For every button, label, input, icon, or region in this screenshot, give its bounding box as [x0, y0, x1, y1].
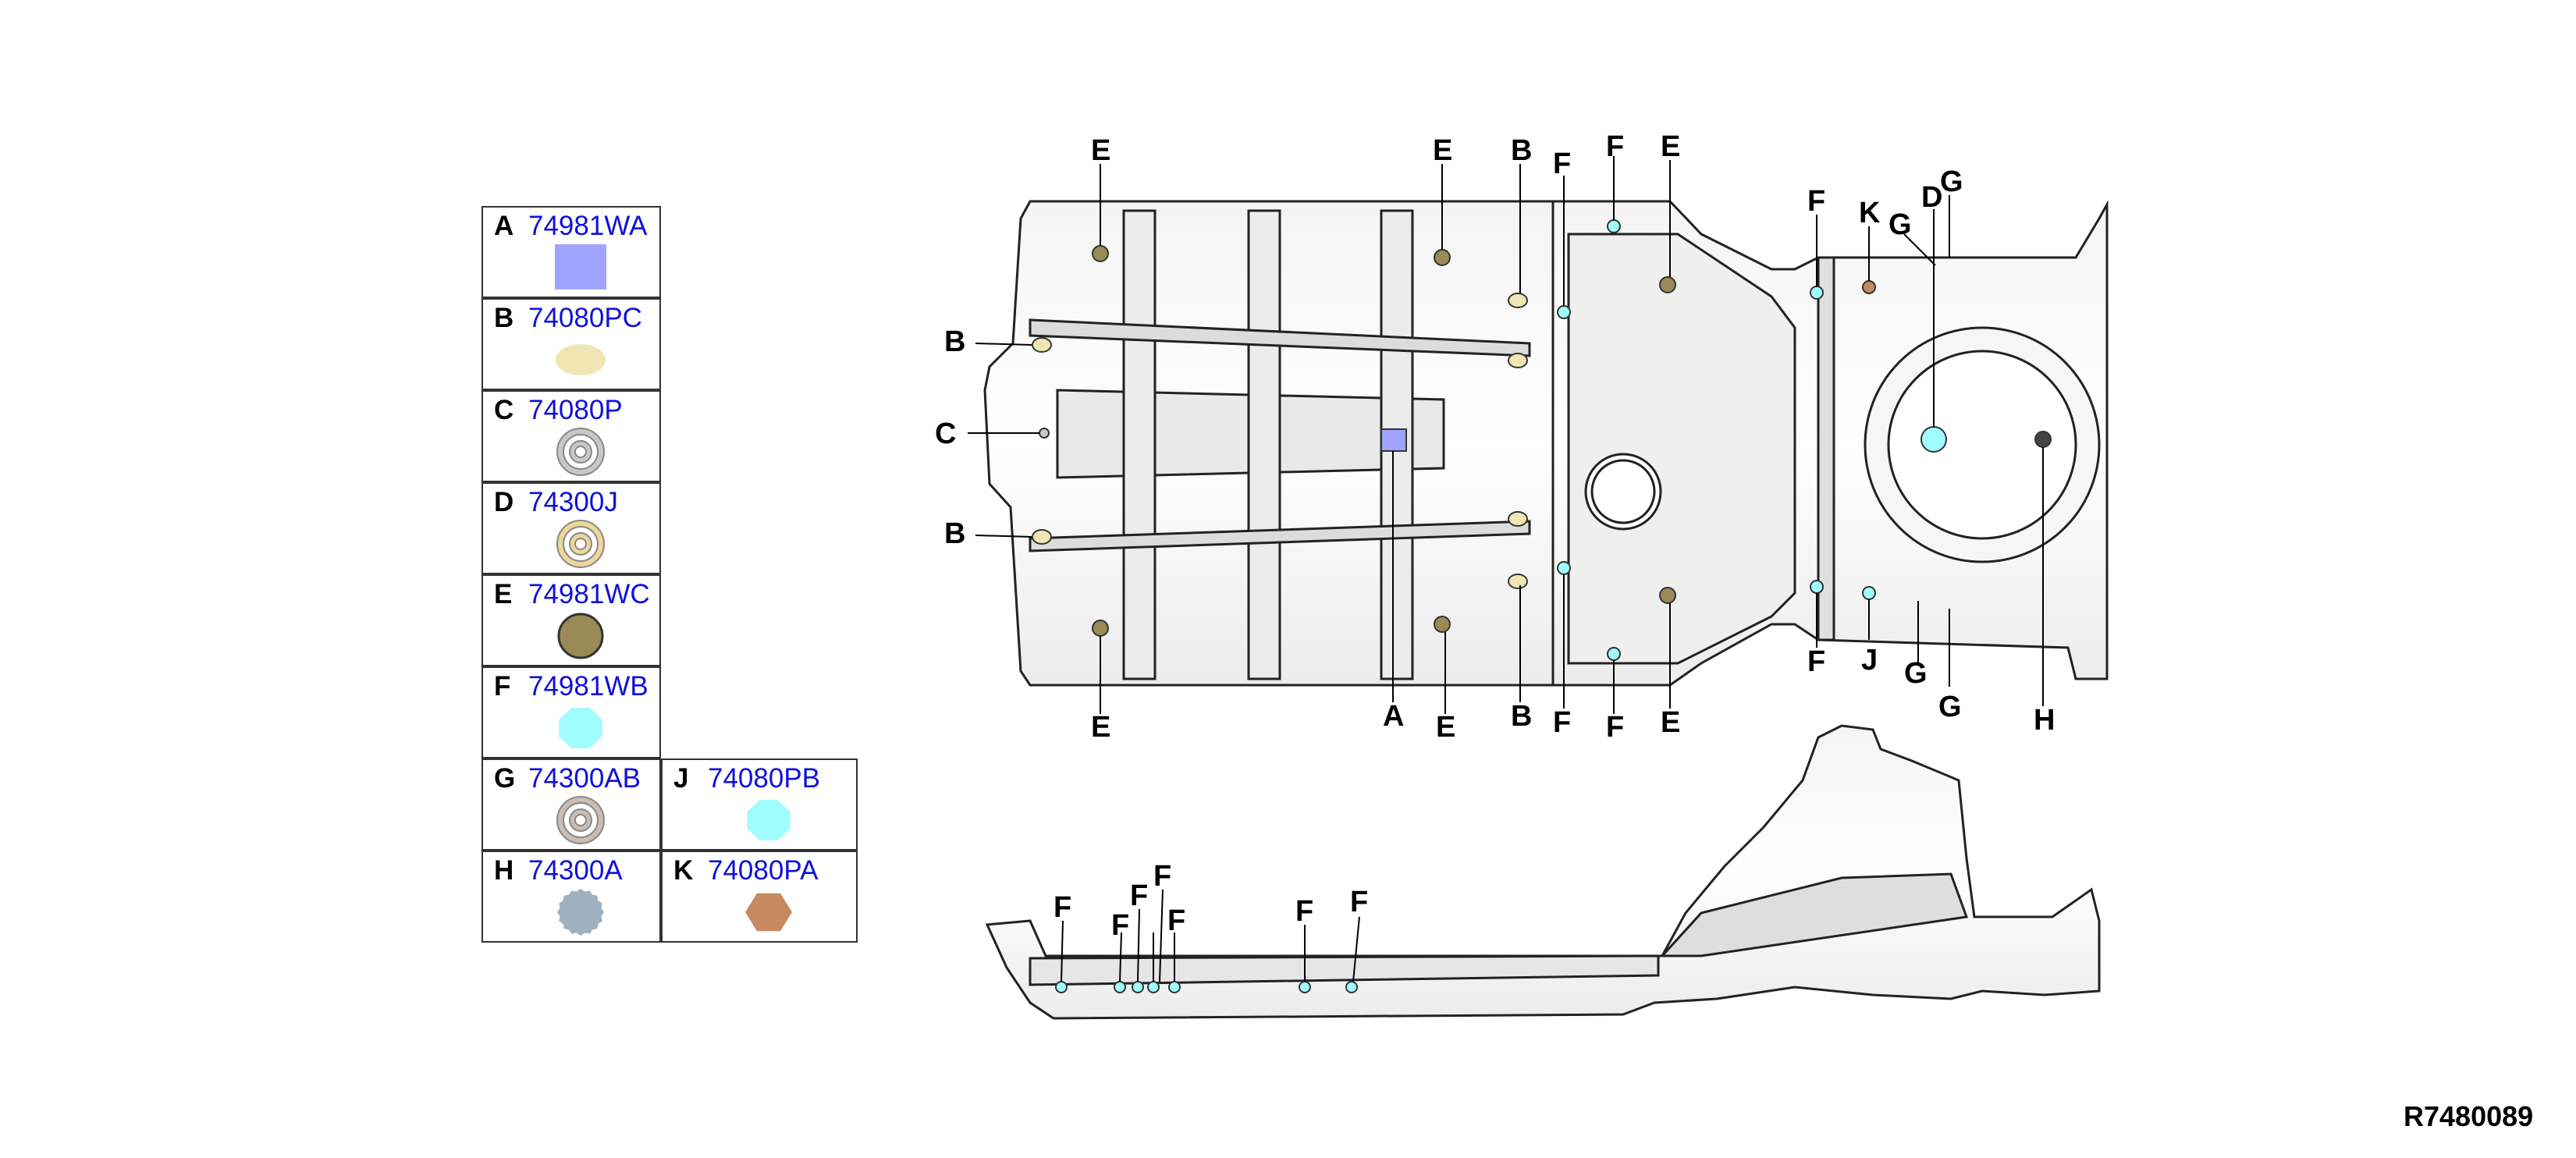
- legend-item-k: K 74080PA: [661, 851, 858, 943]
- legend-letter: A: [494, 211, 514, 241]
- legend-swatch-icon: [555, 244, 606, 290]
- callout-k: K: [1859, 197, 1881, 229]
- legend-item-h: H 74300A: [481, 851, 661, 943]
- callout-c: C: [935, 417, 956, 450]
- callout-f: F: [1350, 886, 1368, 918]
- legend-swatch-icon: [556, 344, 606, 375]
- legend-part-number: 74981WB: [528, 671, 648, 702]
- legend-letter: G: [494, 763, 516, 794]
- legend-letter: D: [494, 487, 514, 517]
- callout-e: E: [1091, 134, 1110, 167]
- callout-e: E: [1661, 706, 1680, 739]
- callout-f: F: [1053, 891, 1071, 924]
- legend-item-g: G 74300AB: [481, 758, 661, 851]
- legend-letter: K: [673, 855, 694, 886]
- reference-code: R7480089: [2404, 1100, 2534, 1132]
- legend-swatch-icon: [745, 893, 792, 932]
- callout-e: E: [1433, 134, 1452, 167]
- legend-item-c: C 74080P: [481, 390, 661, 482]
- legend-swatch-icon: [557, 613, 604, 659]
- top-view-labels: E E B F F E F K G G D B C B E E B F F E …: [935, 130, 2055, 744]
- callout-e: E: [1436, 711, 1455, 744]
- legend-letter: J: [673, 763, 689, 794]
- legend-letter: B: [494, 303, 514, 333]
- callout-f: F: [1111, 909, 1129, 942]
- callout-f: F: [1606, 130, 1624, 163]
- callout-b: B: [1511, 700, 1532, 733]
- side-view-leaders: [1061, 889, 1360, 982]
- legend-swatch-icon: [556, 520, 605, 568]
- legend-part-number: 74300AB: [528, 763, 641, 794]
- legend-part-number: 74300A: [528, 855, 623, 886]
- callout-f: F: [1553, 706, 1571, 739]
- top-view-floor: [983, 200, 2109, 687]
- top-view-fasteners: [1032, 219, 2052, 661]
- callout-g: G: [1904, 657, 1928, 690]
- legend-swatch-icon: [747, 800, 791, 840]
- callout-f: F: [1807, 645, 1825, 678]
- callout-g: G: [1940, 165, 1963, 198]
- callout-g: G: [1938, 691, 1962, 723]
- callout-e: E: [1091, 711, 1110, 744]
- legend-letter: H: [494, 855, 514, 886]
- legend-item-j: J 74080PB: [661, 758, 858, 851]
- legend-part-number: 74080PC: [528, 303, 642, 333]
- legend-part-number: 74981WA: [528, 211, 648, 241]
- side-view-body: [985, 724, 2101, 1020]
- callout-b: B: [1511, 134, 1532, 167]
- callout-b: B: [944, 517, 965, 550]
- legend-part-number: 74080PA: [708, 855, 819, 886]
- callout-f: F: [1295, 895, 1313, 928]
- side-view-labels: F F F F F F F: [1053, 860, 1368, 942]
- callout-f: F: [1130, 879, 1148, 912]
- legend-item-f: F 74981WB: [481, 666, 661, 758]
- legend-part-number: 74080PB: [708, 763, 821, 794]
- callout-d: D: [1921, 181, 1942, 214]
- legend-swatch-icon: [557, 889, 604, 936]
- top-view-leaders: [968, 156, 2044, 714]
- side-view-fasteners: [1055, 981, 1358, 993]
- callout-f: F: [1606, 711, 1624, 744]
- legend-letter: C: [494, 395, 514, 425]
- legend-swatch-icon: [559, 708, 602, 748]
- legend-part-number: 74080P: [528, 395, 623, 425]
- callout-g: G: [1888, 208, 1912, 241]
- legend-item-b: B 74080PC: [481, 298, 661, 390]
- callout-j: J: [1861, 644, 1878, 677]
- legend-swatch-icon: [556, 796, 605, 844]
- legend-item-e: E 74981WC: [481, 574, 661, 666]
- legend-part-number: 74300J: [528, 487, 618, 517]
- legend-letter: F: [494, 671, 511, 702]
- callout-f: F: [1807, 185, 1825, 218]
- legend-item-a: A 74981WA: [481, 206, 661, 298]
- legend-swatch-icon: [556, 428, 605, 476]
- legend-part-number: 74981WC: [528, 579, 650, 609]
- callout-f: F: [1553, 147, 1571, 180]
- legend-item-d: D 74300J: [481, 482, 661, 574]
- callout-e: E: [1661, 130, 1680, 163]
- callout-b: B: [944, 325, 965, 358]
- callout-a: A: [1383, 700, 1404, 733]
- callout-h: H: [2034, 704, 2055, 737]
- legend-letter: E: [494, 579, 513, 609]
- callout-f: F: [1153, 860, 1171, 893]
- callout-f: F: [1167, 904, 1185, 937]
